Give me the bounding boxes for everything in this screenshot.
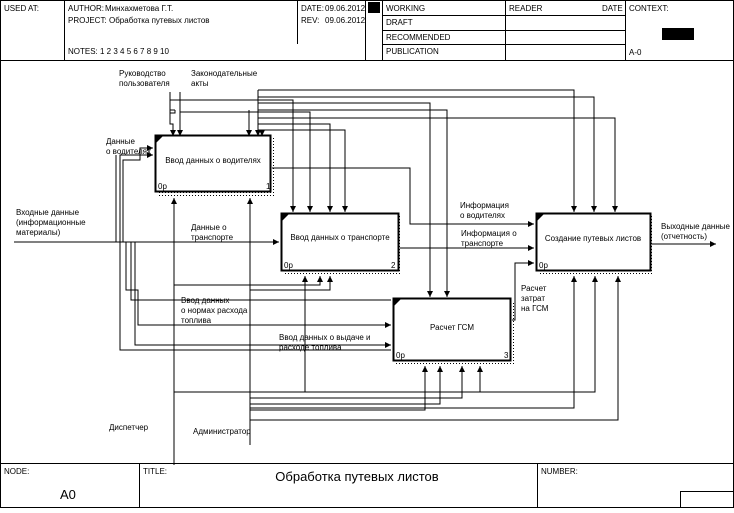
- arrow-control-law: [179, 92, 313, 212]
- arrow-info-drivers: [272, 167, 534, 227]
- title-value: Обработка путевых листов: [275, 469, 439, 484]
- date-label: DATE:: [301, 4, 324, 13]
- context-node: A-0: [629, 48, 642, 57]
- box-4-title: Создание путевых листов: [545, 234, 641, 243]
- box-1-title: Ввод данных о водителях: [165, 156, 261, 165]
- project-label: PROJECT:: [68, 16, 107, 25]
- label-data-transport: Данные о транспорте: [191, 223, 234, 242]
- node-value: A0: [60, 487, 76, 502]
- label-data-drivers: Данные о водителях: [106, 137, 151, 156]
- used-at-label: USED AT:: [4, 4, 39, 13]
- status-publication: PUBLICATION: [386, 47, 439, 56]
- label-control-law: Законодательные акты: [191, 69, 259, 88]
- number-label: NUMBER:: [541, 467, 578, 476]
- box-2-number: 2: [391, 261, 396, 270]
- label-info-drivers: Информация о водителях: [460, 201, 511, 220]
- label-dispatcher: Диспетчер: [109, 423, 149, 432]
- date-value: 09.06.2012: [325, 4, 366, 13]
- status-recommended: RECOMMENDED: [386, 33, 451, 42]
- label-control-guide: Руководство пользователя: [119, 69, 170, 88]
- label-input-data: Входные данные (информационные материалы…: [16, 208, 88, 237]
- status-draft: DRAFT: [386, 18, 413, 27]
- author-label: AUTHOR:: [68, 4, 104, 13]
- box-1-cost: 0р: [158, 182, 167, 191]
- arrow-control-guide: [169, 92, 176, 136]
- arrows: [14, 89, 716, 465]
- label-fuel-calc: Расчет затрат на ГСМ: [521, 284, 549, 313]
- activity-box-1[interactable]: Ввод данных о водителях 0р 1: [154, 134, 275, 197]
- rev-value: 09.06.2012: [325, 16, 366, 25]
- box-2-title: Ввод данных о транспорте: [290, 233, 390, 242]
- box-3-cost: 0р: [396, 351, 405, 360]
- box-2-cost: 0р: [284, 261, 293, 270]
- box-3-number: 3: [504, 351, 509, 360]
- box-1-number: 1: [266, 182, 271, 191]
- context-thumbnail: [662, 28, 694, 40]
- activity-box-4[interactable]: Создание путевых листов 0р: [535, 212, 655, 275]
- reader-date-label: DATE: [602, 4, 623, 13]
- label-output: Выходные данные (отчетность): [661, 222, 732, 241]
- reader-label: READER: [509, 4, 543, 13]
- box-3-title: Расчет ГСМ: [430, 323, 474, 332]
- label-fuel-issue: Ввод данных о выдаче и расходе топлива: [279, 333, 373, 352]
- notes-label: NOTES: 1 2 3 4 5 6 7 8 9 10: [68, 47, 170, 56]
- node-label: NODE:: [4, 467, 29, 476]
- status-working: WORKING: [386, 4, 425, 13]
- rev-label: REV:: [301, 16, 319, 25]
- title-label: TITLE:: [143, 467, 167, 476]
- arrow-data-drivers: [119, 152, 153, 160]
- label-info-transport: Информация о транспорте: [461, 229, 519, 248]
- box-4-cost: 0р: [539, 261, 548, 270]
- activity-box-3[interactable]: Расчет ГСМ 0р 3: [392, 297, 515, 365]
- label-norms: Ввод данных о нормах расхода топлива: [181, 296, 250, 325]
- label-admin: Администратор: [193, 427, 251, 436]
- author-value: Минхахметова Г.Т.: [105, 4, 173, 13]
- working-status-marker: [368, 2, 380, 13]
- activity-box-2[interactable]: Ввод данных о транспорте 0р 2: [280, 212, 403, 275]
- arrow-fuel-calc: [512, 260, 534, 321]
- context-label: CONTEXT:: [629, 4, 669, 13]
- project-value: Обработка путевых листов: [109, 16, 210, 25]
